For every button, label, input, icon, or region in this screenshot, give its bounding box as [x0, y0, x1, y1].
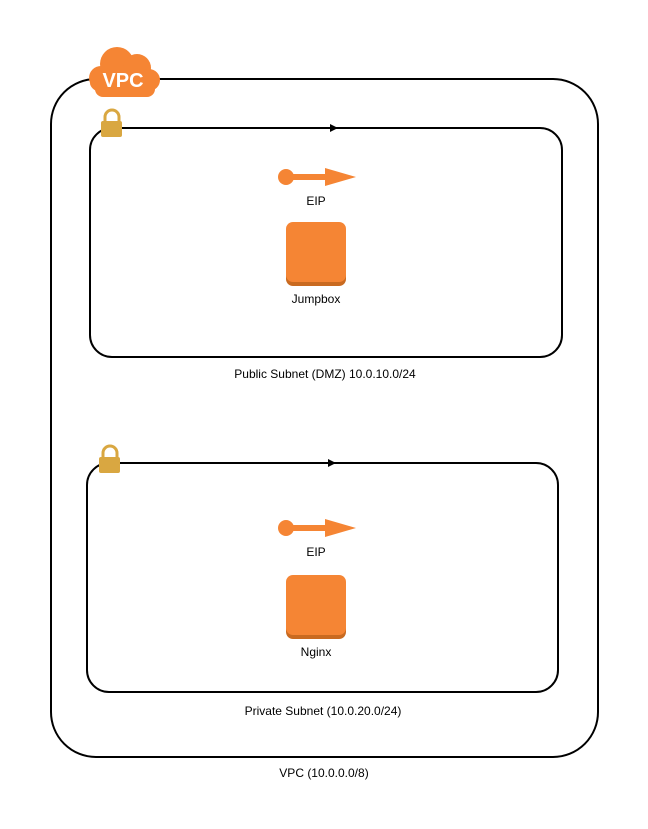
cloud-icon: [89, 47, 160, 97]
private-subnet-label: Private Subnet (10.0.20.0/24): [244, 704, 402, 718]
vpc-container: [50, 78, 599, 758]
private-subnet-arrowhead-icon: [328, 459, 336, 467]
lock-icon: [101, 108, 122, 137]
ec2-instance-icon: [286, 222, 346, 286]
private-subnet-container: [86, 462, 559, 693]
vpc-label: VPC (10.0.0.0/8): [279, 766, 369, 780]
public-subnet-container: [89, 127, 563, 358]
public-subnet-arrowhead-icon: [330, 124, 338, 132]
private-eip-label: EIP: [306, 545, 326, 559]
elastic-ip-icon: [278, 168, 356, 186]
public-instance-label: Jumpbox: [291, 292, 341, 306]
vpc-badge-label: VPC: [102, 70, 144, 92]
ec2-instance-icon: [286, 575, 346, 639]
elastic-ip-icon: [278, 519, 356, 537]
public-eip-label: EIP: [306, 194, 326, 208]
public-subnet-label: Public Subnet (DMZ) 10.0.10.0/24: [234, 367, 416, 381]
private-instance-label: Nginx: [300, 645, 332, 659]
lock-icon: [99, 444, 120, 473]
